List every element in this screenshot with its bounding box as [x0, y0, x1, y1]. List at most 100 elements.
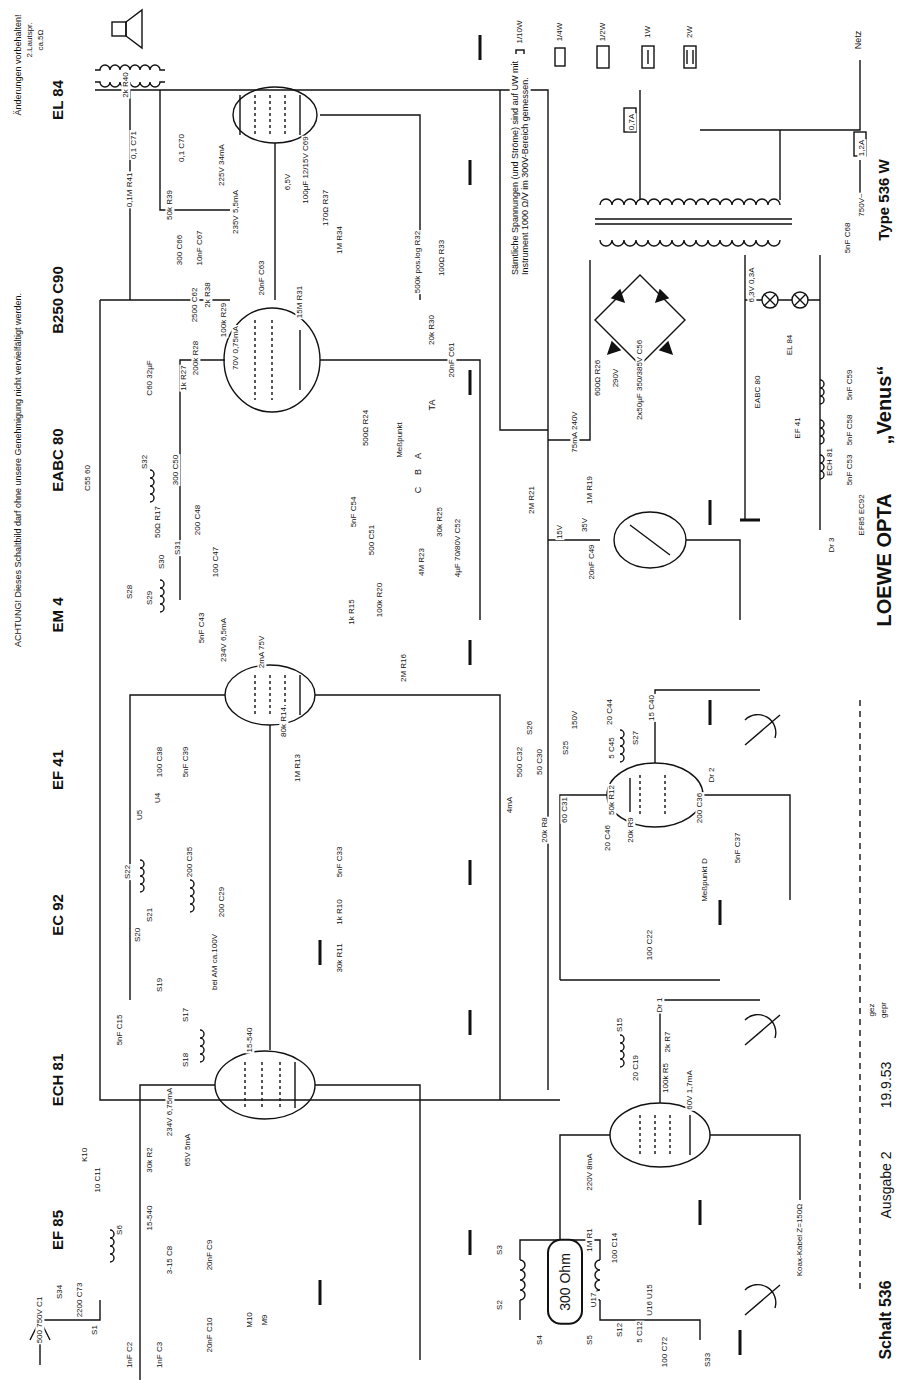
component-label: Schalt 536	[877, 1279, 895, 1360]
component-label: S12	[615, 1322, 624, 1338]
component-label: S29	[145, 590, 154, 606]
component-label: 10nF C67	[195, 229, 204, 266]
wire-stroke	[595, 219, 792, 224]
wire-stroke	[320, 500, 740, 1355]
component-label: 0,7A	[627, 113, 636, 131]
wire-stroke	[255, 320, 272, 400]
component-label: 2mA 75V	[257, 635, 266, 669]
wire-stroke	[245, 95, 670, 1155]
component-label: 20k R9	[626, 816, 635, 843]
component-label: 1nF C2	[125, 1341, 134, 1369]
component-label: S15	[615, 1017, 624, 1033]
wire-stroke	[745, 1285, 780, 1315]
component-label: U16 U15	[645, 1283, 654, 1317]
component-label: 5nF C59	[845, 369, 854, 402]
component-label: 5nF C43	[197, 612, 206, 645]
wire-stroke	[639, 90, 640, 200]
wire-stroke	[320, 35, 760, 1355]
wire-stroke	[820, 420, 824, 444]
component-label: 65V 5mA	[183, 1133, 192, 1168]
component-label: K10	[80, 1147, 89, 1163]
component-label: ca.5Ω	[36, 28, 45, 51]
component-label: 10 C11	[93, 1166, 102, 1193]
wire-stroke	[607, 763, 703, 827]
component-label: B250 C90	[49, 265, 66, 335]
component-label: 100 C38	[155, 746, 164, 778]
wire-stroke	[740, 519, 760, 522]
wire-stroke	[792, 292, 808, 308]
component-label: 5nF C15	[115, 1014, 124, 1047]
wire-stroke	[190, 880, 194, 912]
wire-stroke	[819, 255, 820, 530]
wire-stroke	[640, 1115, 670, 1155]
component-label: ECH 81	[49, 1053, 66, 1108]
wire-stroke	[315, 1085, 420, 1360]
component-label: 19.9.53	[878, 1061, 894, 1110]
component-label: C55 60	[83, 464, 92, 492]
wire-stroke	[700, 60, 860, 130]
component-label: 235V 5,5mA	[231, 189, 240, 235]
wire-stroke	[820, 380, 824, 404]
component-label: U17	[589, 1292, 598, 1309]
component-label: 220V 8mA	[585, 1152, 594, 1191]
wire-stroke	[610, 1103, 710, 1167]
antenna-input-box: 300 Ohm	[547, 1239, 583, 1325]
component-label: 100k R5	[661, 1062, 670, 1094]
wire-stroke	[274, 143, 275, 300]
component-label: 2k R40	[121, 71, 130, 98]
component-label: S33	[703, 1352, 712, 1368]
wire-stroke	[560, 979, 720, 980]
component-label: 60 C31	[560, 796, 569, 824]
component-label: M10	[245, 1311, 254, 1329]
component-label: 2M R21	[527, 485, 536, 515]
component-label: 225V 34mA	[217, 143, 226, 187]
component-label: EF 41	[793, 416, 802, 439]
wire-stroke	[684, 46, 696, 68]
wire-stroke	[779, 130, 780, 200]
component-label: Dr 3	[827, 536, 836, 553]
wire-stroke	[820, 455, 824, 479]
wire-stroke	[703, 795, 790, 900]
component-label: 100 C47	[211, 546, 220, 578]
component-label: 20nF C10	[205, 1316, 214, 1353]
wire-stroke	[744, 255, 745, 520]
wire-stroke	[548, 260, 590, 440]
component-label: EC 92	[49, 893, 66, 937]
component-label: S4	[535, 1334, 544, 1346]
component-label: S30	[157, 554, 166, 570]
component-label: S17	[181, 1007, 190, 1023]
component-label: 30k R11	[335, 942, 344, 973]
component-label: S21	[145, 907, 154, 923]
wire-stroke	[640, 775, 665, 815]
component-label: 2.Lautspr.	[25, 21, 34, 58]
component-label: M9	[260, 1313, 269, 1326]
component-label: S22	[123, 864, 132, 880]
component-label: 0,1 C71	[129, 130, 138, 160]
component-label: S20	[133, 927, 142, 943]
wire-stroke	[686, 540, 740, 620]
wire-stroke	[140, 860, 144, 892]
component-label: 2200 C73	[75, 1282, 84, 1319]
component-label: 80k R14	[279, 706, 288, 738]
component-label: S34	[55, 1284, 64, 1300]
component-label: 170Ω R37	[321, 189, 330, 227]
component-label: 20 C46	[603, 824, 612, 852]
component-label: 15-540	[245, 1027, 254, 1054]
component-label: 30k R25	[435, 506, 444, 538]
component-label: 150V	[570, 710, 579, 731]
wire-stroke	[710, 1135, 800, 1200]
component-label: 2M R16	[399, 653, 408, 683]
component-label: S5	[585, 1334, 594, 1346]
component-label: 50k R39	[165, 189, 174, 221]
component-label: 200 C35	[185, 846, 194, 878]
component-label: 200 C29	[217, 886, 226, 918]
component-label: S28	[125, 584, 134, 600]
component-label: 1k R15	[347, 598, 356, 625]
component-label: 200 C48	[193, 504, 202, 536]
component-label: A	[413, 452, 423, 460]
wire-stroke	[95, 65, 165, 70]
wire-stroke	[794, 294, 806, 306]
component-label: LOEWE OPTA	[873, 493, 896, 628]
wire-stroke	[100, 300, 560, 1100]
component-label: U5	[135, 809, 144, 821]
